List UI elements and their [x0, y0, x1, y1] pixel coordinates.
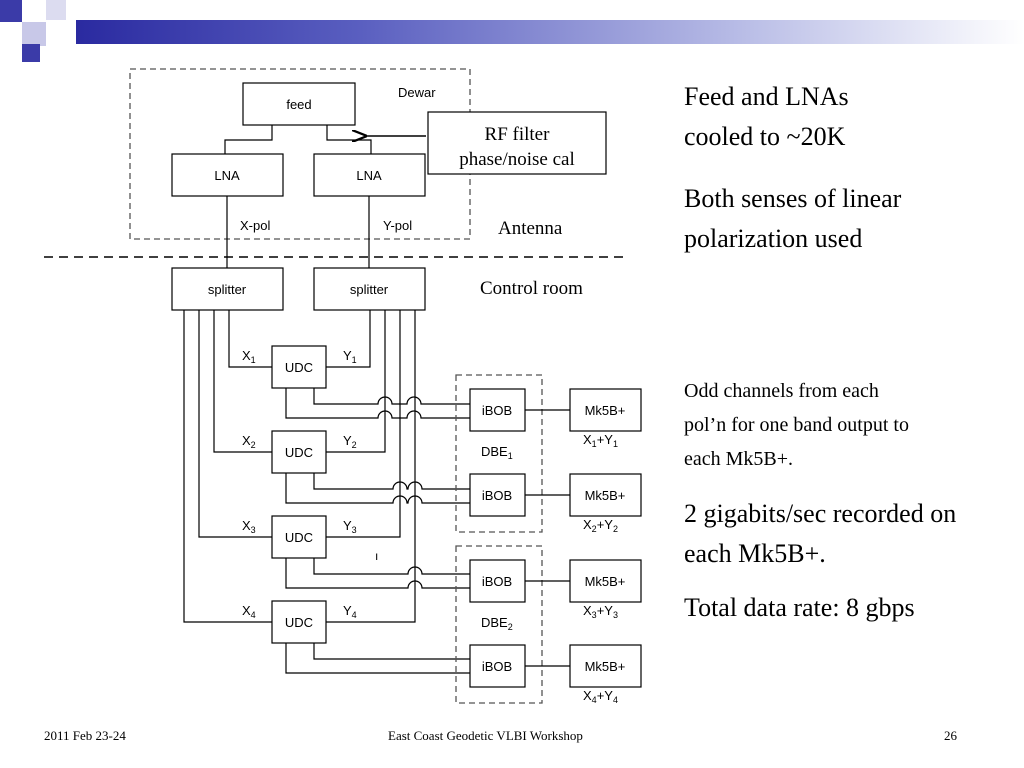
header-square-gray	[22, 22, 46, 46]
rf-filter-line1: RF filter	[485, 124, 551, 145]
header-bar	[76, 20, 1024, 44]
y-line-3	[326, 310, 401, 538]
udc1-ibob-lines	[285, 388, 470, 419]
mk5b-2-label: Mk5B+	[585, 488, 626, 503]
x-line-3	[198, 310, 272, 538]
mk5b-4-box	[569, 644, 642, 688]
udc-4-box	[271, 600, 327, 644]
bullet-4-line-1: 2 gigabits/sec recorded on	[684, 499, 957, 528]
x1-label: X1	[242, 348, 256, 365]
bullet-2-line-1: Both senses of linear	[684, 184, 902, 213]
x-line-4	[183, 310, 272, 623]
y1-label: Y1	[343, 348, 357, 365]
lna-y-label: LNA	[356, 168, 382, 183]
splitter-y-box	[313, 267, 426, 311]
bullet-1: Feed and LNAs cooled to ~20K	[684, 77, 849, 157]
bullet-1-line-2: cooled to ~20K	[684, 122, 846, 151]
mk5b-3-label: Mk5B+	[585, 574, 626, 589]
dbe1-label: DBE1	[481, 444, 513, 461]
mk5b-1-label: Mk5B+	[585, 403, 626, 418]
dbe2-label: DBE2	[481, 615, 513, 632]
stray-mark: ı	[375, 549, 378, 563]
lna-x-label: LNA	[214, 168, 240, 183]
header-square-blue-2	[22, 44, 40, 62]
x-line-1	[228, 310, 272, 368]
udc-3-box	[271, 515, 327, 559]
rf-filter-box	[427, 111, 607, 175]
y4-label: Y4	[343, 603, 357, 620]
control-room-label: Control room	[480, 278, 583, 299]
y3-label: Y3	[343, 518, 357, 535]
footer-workshop: East Coast Geodetic VLBI Workshop	[388, 728, 583, 743]
footer-date: 2011 Feb 23-24	[44, 728, 126, 743]
ibob-2-label: iBOB	[482, 488, 512, 503]
bullet-4-line-2: each Mk5B+.	[684, 539, 826, 568]
ibob-3-label: iBOB	[482, 574, 512, 589]
dbe2-box	[455, 545, 543, 704]
udc2-ibob-lines	[285, 473, 470, 504]
udc-1-label: UDC	[285, 360, 313, 375]
bullet-2: Both senses of linear polarization used	[684, 179, 901, 259]
y2-label: Y2	[343, 433, 357, 450]
splitter-y-label: splitter	[350, 282, 389, 297]
bullet-4: 2 gigabits/sec recorded on each Mk5B+.	[684, 494, 956, 574]
mk5b-3-caption: X3+Y3	[583, 603, 618, 620]
x4-label: X4	[242, 603, 256, 620]
bullet-5: Total data rate: 8 gbps	[684, 593, 915, 622]
y-line-2	[326, 310, 386, 453]
udc-2-label: UDC	[285, 445, 313, 460]
dbe1-box	[455, 374, 543, 533]
ypol-label: Y-pol	[383, 218, 412, 233]
feed-box	[242, 82, 356, 126]
ibob-4-label: iBOB	[482, 659, 512, 674]
x2-label: X2	[242, 433, 256, 450]
dewar-label: Dewar	[398, 85, 436, 100]
feed-to-lna-y	[326, 125, 372, 154]
ibob-2-box	[469, 473, 526, 517]
udc3-ibob-lines	[285, 558, 470, 589]
mk5b-2-box	[569, 473, 642, 517]
header-square-blue	[0, 0, 22, 22]
udc-1-box	[271, 345, 327, 389]
mk5b-1-box	[569, 388, 642, 432]
ibob-1-label: iBOB	[482, 403, 512, 418]
y-line-1	[326, 310, 371, 368]
udc-4-label: UDC	[285, 615, 313, 630]
bullet-3-line-1: Odd channels from each	[684, 380, 879, 402]
bullet-3-line-3: each Mk5B+.	[684, 448, 794, 470]
feed-to-lna-x	[224, 125, 273, 154]
header-square-light	[46, 0, 66, 20]
mk5b-4-label: Mk5B+	[585, 659, 626, 674]
xpol-label: X-pol	[240, 218, 270, 233]
lna-y-box	[313, 153, 426, 197]
udc-2-box	[271, 430, 327, 474]
mk5b-4-caption: X4+Y4	[583, 688, 618, 705]
antenna-label: Antenna	[498, 218, 563, 239]
y-line-4	[326, 310, 416, 623]
feed-label: feed	[286, 97, 311, 112]
mk5b-2-caption: X2+Y2	[583, 517, 618, 534]
udc-3-label: UDC	[285, 530, 313, 545]
x3-label: X3	[242, 518, 256, 535]
x-line-2	[213, 310, 272, 453]
udc4-ibob-lines	[285, 643, 470, 674]
mk5b-3-box	[569, 559, 642, 603]
mk5b-1-caption: X1+Y1	[583, 432, 618, 449]
bullet-1-line-1: Feed and LNAs	[684, 82, 849, 111]
bullet-3-line-2: pol’n for one band output to	[684, 414, 909, 436]
bullet-2-line-2: polarization used	[684, 224, 863, 253]
splitter-x-box	[171, 267, 284, 311]
footer-page-number: 26	[944, 728, 957, 743]
bullet-3: Odd channels from each pol’n for one ban…	[684, 374, 909, 476]
rf-filter-line2: phase/noise cal	[459, 149, 575, 170]
splitter-x-label: splitter	[208, 282, 247, 297]
